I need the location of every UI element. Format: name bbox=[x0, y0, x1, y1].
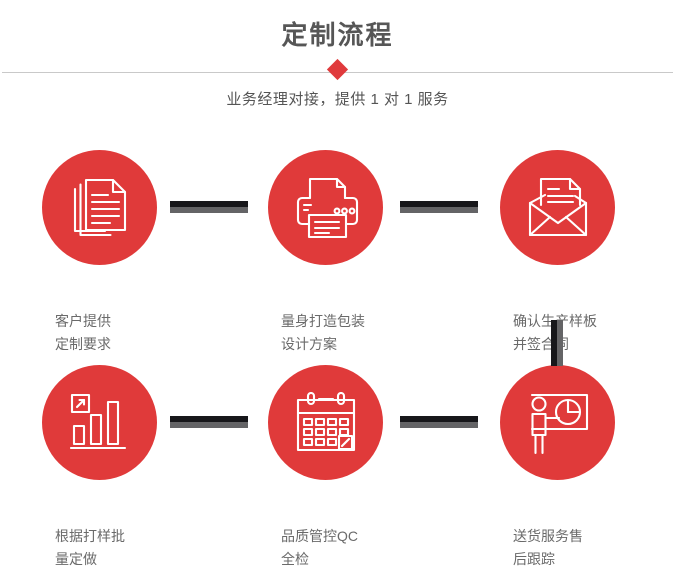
documents-stack-icon bbox=[67, 175, 133, 241]
envelope-letter-icon bbox=[525, 175, 591, 241]
page-subtitle: 业务经理对接，提供 1 对 1 服务 bbox=[226, 91, 449, 108]
connector-step3-step6 bbox=[551, 320, 563, 366]
connector-step5-step6 bbox=[400, 416, 478, 428]
flow-step-3-circle[interactable] bbox=[500, 150, 615, 265]
connector-step4-step5 bbox=[170, 416, 248, 428]
connector-segment-dark bbox=[170, 201, 248, 207]
flow-step-1-circle[interactable] bbox=[42, 150, 157, 265]
connector-segment-dark bbox=[400, 201, 478, 207]
calendar-check-icon bbox=[295, 391, 357, 454]
flow-step-5-label: 品质管控QC 全检 bbox=[281, 528, 358, 567]
flow-step-6-circle[interactable] bbox=[500, 365, 615, 480]
flow-step-2-circle[interactable] bbox=[268, 150, 383, 265]
flow-step-4-label: 根据打样批 量定做 bbox=[55, 528, 125, 567]
connector-segment-gray bbox=[170, 422, 248, 428]
process-flow: 客户提供 定制要求 bbox=[0, 125, 675, 567]
flow-step-1-label: 客户提供 定制要求 bbox=[55, 313, 111, 352]
connector-step2-step3 bbox=[400, 201, 478, 213]
connector-segment-dark bbox=[400, 416, 478, 422]
connector-step1-step2 bbox=[170, 201, 248, 213]
flow-step-6-label: 送货服务售 后跟踪 bbox=[513, 528, 583, 567]
flow-step-5-circle[interactable] bbox=[268, 365, 383, 480]
printer-icon bbox=[293, 175, 359, 241]
flow-step-2-label: 量身打造包装 设计方案 bbox=[281, 313, 365, 352]
flow-step-3-label: 确认生产样板 并签合同 bbox=[513, 313, 597, 352]
diamond-icon bbox=[326, 58, 349, 81]
presentation-person-icon bbox=[526, 391, 590, 455]
page-title: 定制流程 bbox=[281, 20, 394, 50]
connector-segment-dark bbox=[170, 416, 248, 422]
connector-segment-gray bbox=[400, 422, 478, 428]
connector-segment-gray bbox=[557, 320, 563, 366]
connector-segment-gray bbox=[170, 207, 248, 213]
header-divider bbox=[0, 58, 675, 81]
connector-segment-dark bbox=[551, 320, 557, 366]
bar-chart-growth-icon bbox=[69, 393, 130, 453]
connector-segment-gray bbox=[400, 207, 478, 213]
page-header: 定制流程 业务经理对接，提供 1 对 1 服务 bbox=[0, 0, 675, 125]
flow-step-4-circle[interactable] bbox=[42, 365, 157, 480]
